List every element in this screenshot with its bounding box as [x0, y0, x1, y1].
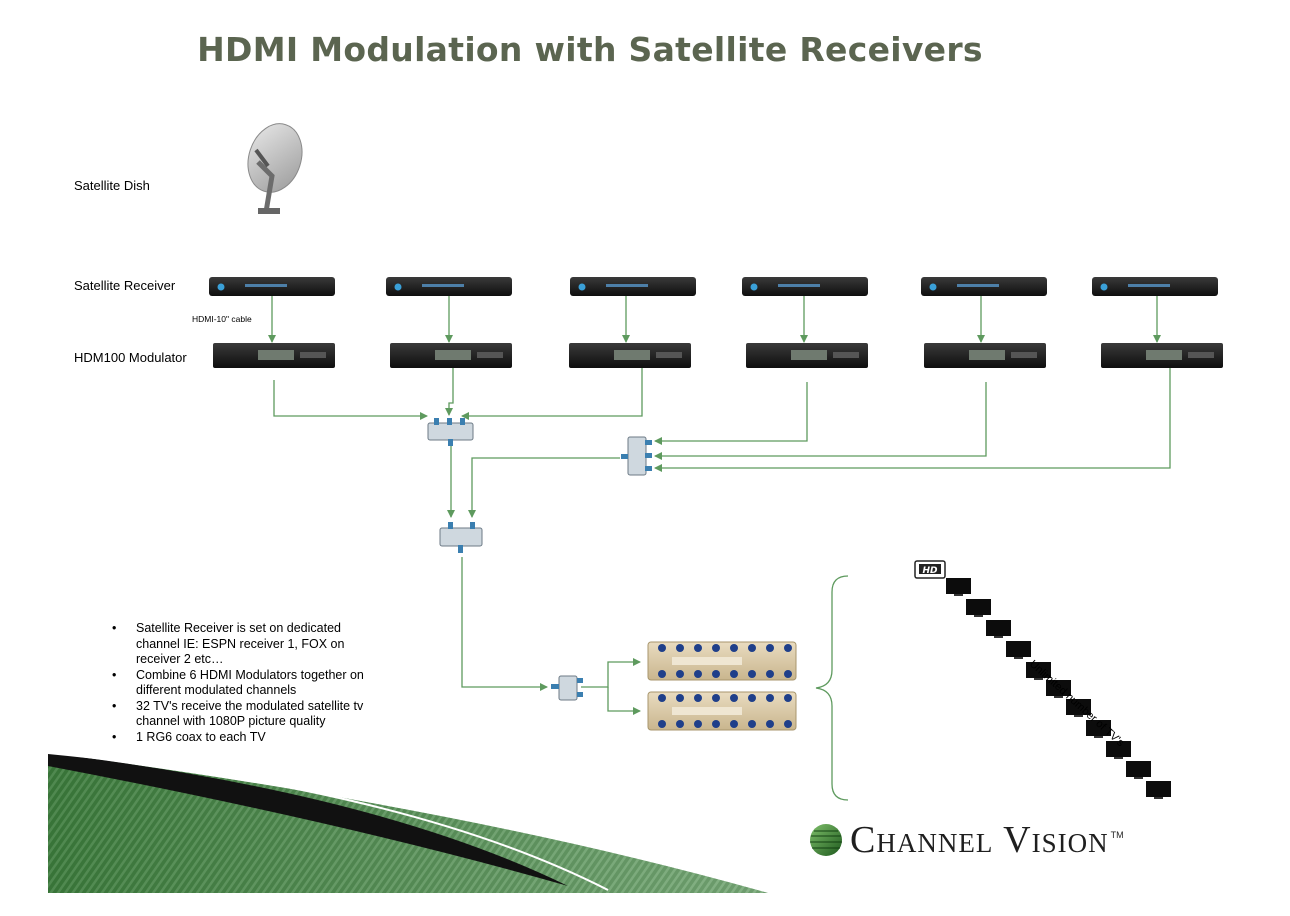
tv-icon: [946, 578, 971, 596]
decorative-swoosh: [48, 752, 768, 893]
splitter-icon: [427, 418, 474, 446]
receiver-icon: [1092, 277, 1218, 296]
tv-icon: [1106, 741, 1131, 759]
receiver-icon: [209, 277, 335, 296]
tv-icon: [986, 620, 1011, 638]
label-satellite-receiver: Satellite Receiver: [74, 278, 176, 293]
tv-icon: [1066, 699, 1091, 717]
tv-icon: [1086, 720, 1111, 738]
brand-name: Channel Vision: [850, 819, 1109, 861]
distribution-amp-icon: [647, 691, 797, 731]
label-satellite-dish: Satellite Dish: [74, 178, 150, 193]
splitter-icon: [621, 436, 652, 476]
receiver-icon: [921, 277, 1047, 296]
label-modulator: HDM100 Modulator: [74, 350, 187, 365]
tv-cascade: [946, 578, 1171, 799]
hd-badge-text: HD: [922, 566, 938, 576]
modulator-icon: [924, 343, 1046, 368]
modulator-icon: [390, 343, 512, 368]
modulator-icon: [746, 343, 868, 368]
hdmi-connections: [268, 296, 1161, 343]
distribution-amp-icon: [647, 641, 797, 681]
tv-group-brace: [815, 575, 849, 801]
satellite-dish-icon: [247, 123, 303, 214]
tv-icon: [1126, 761, 1151, 779]
coax-connections: [273, 368, 1171, 715]
modulator-row: [213, 343, 1223, 368]
brand-trademark: TM: [1110, 830, 1124, 840]
label-hdmi-cable: HDMI-10" cable: [192, 314, 252, 324]
note-item: Satellite Receiver is set on dedicated c…: [108, 621, 383, 668]
hd-tv-badge: HD: [914, 560, 946, 579]
slide-title: HDMI Modulation with Satellite Receivers: [197, 30, 983, 69]
receiver-row: [209, 277, 1218, 296]
notes-list: Satellite Receiver is set on dedicated c…: [108, 621, 383, 745]
note-item: 1 RG6 coax to each TV: [108, 730, 383, 746]
receiver-icon: [570, 277, 696, 296]
tv-icon: [1026, 662, 1051, 680]
tv-icon: [1146, 781, 1171, 799]
note-item: Combine 6 HDMI Modulators together on di…: [108, 668, 383, 699]
receiver-icon: [742, 277, 868, 296]
splitter-icon: [551, 675, 583, 701]
modulator-icon: [213, 343, 335, 368]
note-item: 32 TV's receive the modulated satellite …: [108, 699, 383, 730]
receiver-icon: [386, 277, 512, 296]
tv-icon: [1006, 641, 1031, 659]
modulator-icon: [1101, 343, 1223, 368]
modulator-icon: [569, 343, 691, 368]
brand-globe-icon: [810, 824, 842, 856]
splitter-icon: [439, 522, 483, 553]
tv-icon: [1046, 680, 1071, 698]
tv-icon: [966, 599, 991, 617]
channel-vision-logo: Channel Vision TM: [808, 818, 1124, 862]
